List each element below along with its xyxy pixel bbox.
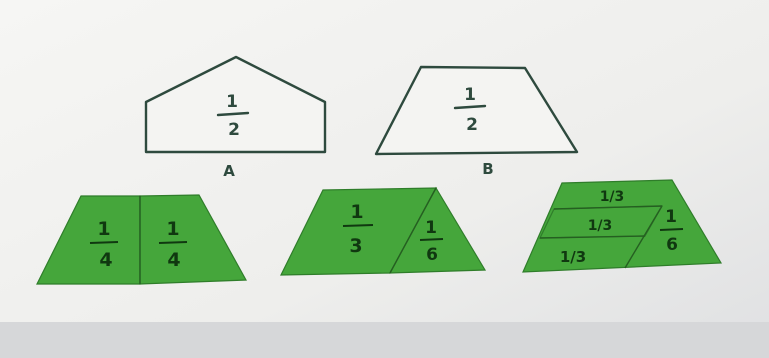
piece-2-right-numerator: 1 (425, 218, 437, 238)
piece-2-right-denominator: 6 (426, 245, 438, 265)
piece-3-right-numerator: 1 (665, 207, 677, 227)
piece-1-right-numerator: 1 (166, 218, 179, 240)
piece-3-middle-label: 1/3 (588, 218, 613, 234)
outline-a-letter: A (223, 162, 235, 180)
piece-3-top-label: 1/3 (600, 189, 625, 205)
piece-1-left-denominator: 4 (99, 249, 112, 271)
outline-a-numerator: 1 (226, 92, 238, 112)
outline-b-letter: B (482, 160, 493, 178)
piece-2-right-bar (420, 239, 443, 240)
piece-2-left-numerator: 1 (350, 201, 363, 223)
piece-1-left-bar (90, 242, 118, 243)
piece-3-right-denominator: 6 (666, 235, 678, 255)
piece-3-bottom-label: 1/3 (560, 248, 586, 266)
piece-1-left-numerator: 1 (97, 218, 110, 240)
outline-a-denominator: 2 (228, 120, 240, 140)
wall-strip (0, 322, 769, 358)
outline-b-denominator: 2 (466, 115, 478, 135)
piece-3-right-bar (660, 229, 683, 230)
piece-1-right-bar (159, 242, 187, 243)
outline-b-numerator: 1 (464, 85, 476, 105)
piece-2-left-bar (343, 225, 373, 226)
piece-1-right-denominator: 4 (167, 249, 180, 271)
piece-2-left-denominator: 3 (349, 235, 362, 257)
